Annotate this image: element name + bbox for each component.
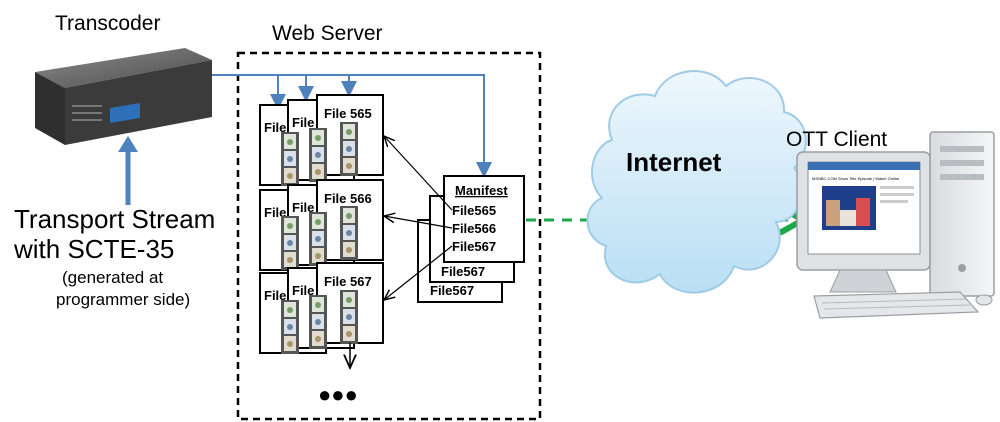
- manifest-back-label: File567: [430, 283, 474, 298]
- internet-label: Internet: [626, 147, 722, 177]
- manifest-stack: File567 File567 Manifest File565 File566…: [417, 175, 525, 303]
- input-label-line2: with SCTE-35: [13, 234, 174, 264]
- film-strip-icon: [309, 295, 327, 349]
- input-arrow-head: [118, 136, 138, 152]
- file-group-565: File File File 565: [259, 94, 384, 186]
- internet-cloud-icon: [586, 70, 807, 294]
- transcoder-title: Transcoder: [55, 12, 160, 35]
- transcoder-device-icon: [35, 48, 212, 145]
- file-page-mid-label: File: [292, 200, 314, 215]
- manifest-entry-565: File565: [452, 203, 496, 218]
- web-server-title: Web Server: [272, 22, 383, 45]
- file-page-back-label: File: [264, 288, 286, 303]
- file-page-front-label: File 565: [324, 106, 372, 121]
- manifest-pointer-arrows: [384, 136, 453, 300]
- mouse: [975, 294, 993, 306]
- input-label-line1: Transport Stream: [14, 204, 215, 234]
- more-files-ellipsis: ●●●: [318, 382, 358, 407]
- file-page-front-label: File 567: [324, 274, 372, 289]
- file-page-mid-label: File: [292, 283, 314, 298]
- film-strip-icon: [309, 212, 327, 266]
- manifest-mid-label: File567: [441, 264, 485, 279]
- film-strip-icon: [340, 290, 358, 344]
- file-page-mid-label: File: [292, 115, 314, 130]
- keyboard: [813, 291, 980, 319]
- client-title: OTT Client: [786, 128, 887, 151]
- manifest-entry-566: File566: [452, 221, 496, 236]
- transcoder-output-lines: [212, 74, 492, 178]
- manifest-page-front: [443, 175, 525, 263]
- film-strip-icon: [281, 216, 299, 270]
- file-page-back-label: File: [264, 120, 286, 135]
- film-strip-icon: [309, 128, 327, 182]
- file-group-566: File File File 566: [259, 179, 384, 271]
- film-strip-icon: [340, 122, 358, 176]
- input-note-line2: programmer side): [56, 290, 190, 309]
- manifest-title: Manifest: [455, 183, 508, 198]
- film-strip-icon: [340, 206, 358, 260]
- file-page-front-label: File 566: [324, 191, 372, 206]
- file-group-567: File File File 567: [259, 262, 384, 354]
- film-strip-icon: [281, 300, 299, 354]
- input-note-line1: (generated at: [62, 268, 163, 287]
- computer-icon: MSNBC.COM Show Title Episode | Watch Onl…: [796, 131, 995, 319]
- browser-text: MSNBC.COM Show Title Episode | Watch Onl…: [812, 176, 900, 181]
- file-page-back-label: File: [264, 205, 286, 220]
- film-strip-icon: [281, 132, 299, 186]
- manifest-entry-567: File567: [452, 239, 496, 254]
- web-server-box: [236, 51, 542, 421]
